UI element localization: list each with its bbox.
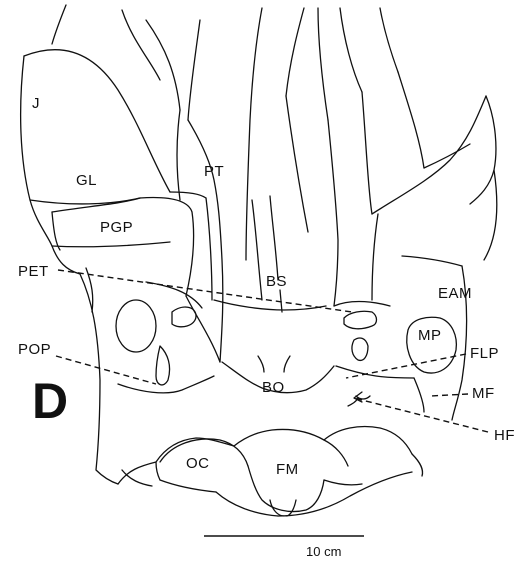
label-mp: MP xyxy=(418,327,442,344)
label-fm: FM xyxy=(276,461,299,478)
label-pop: POP xyxy=(18,341,51,358)
skull-outline xyxy=(21,5,497,516)
label-hf: HF xyxy=(494,427,515,444)
scale-bar-label: 10 cm xyxy=(306,544,341,559)
label-j: J xyxy=(32,95,40,112)
label-mf: MF xyxy=(472,385,495,402)
bs-pointer xyxy=(280,290,282,312)
label-flp: FLP xyxy=(470,345,499,362)
scale-bar: 10 cm xyxy=(204,536,364,559)
label-gl: GL xyxy=(76,172,97,189)
label-pet: PET xyxy=(18,263,49,280)
label-bs: BS xyxy=(266,273,287,290)
panel-letter: D xyxy=(32,373,68,429)
label-pgp: PGP xyxy=(100,219,133,236)
pet-leader xyxy=(58,270,352,312)
anatomical-labels: J GL PT PGP BS PET EAM MP POP FLP BO MF … xyxy=(18,95,515,478)
label-eam: EAM xyxy=(438,285,472,302)
pop-leader xyxy=(56,356,156,384)
label-pt: PT xyxy=(204,163,224,180)
mf-leader xyxy=(430,394,468,396)
label-oc: OC xyxy=(186,455,210,472)
label-bo: BO xyxy=(262,379,285,396)
